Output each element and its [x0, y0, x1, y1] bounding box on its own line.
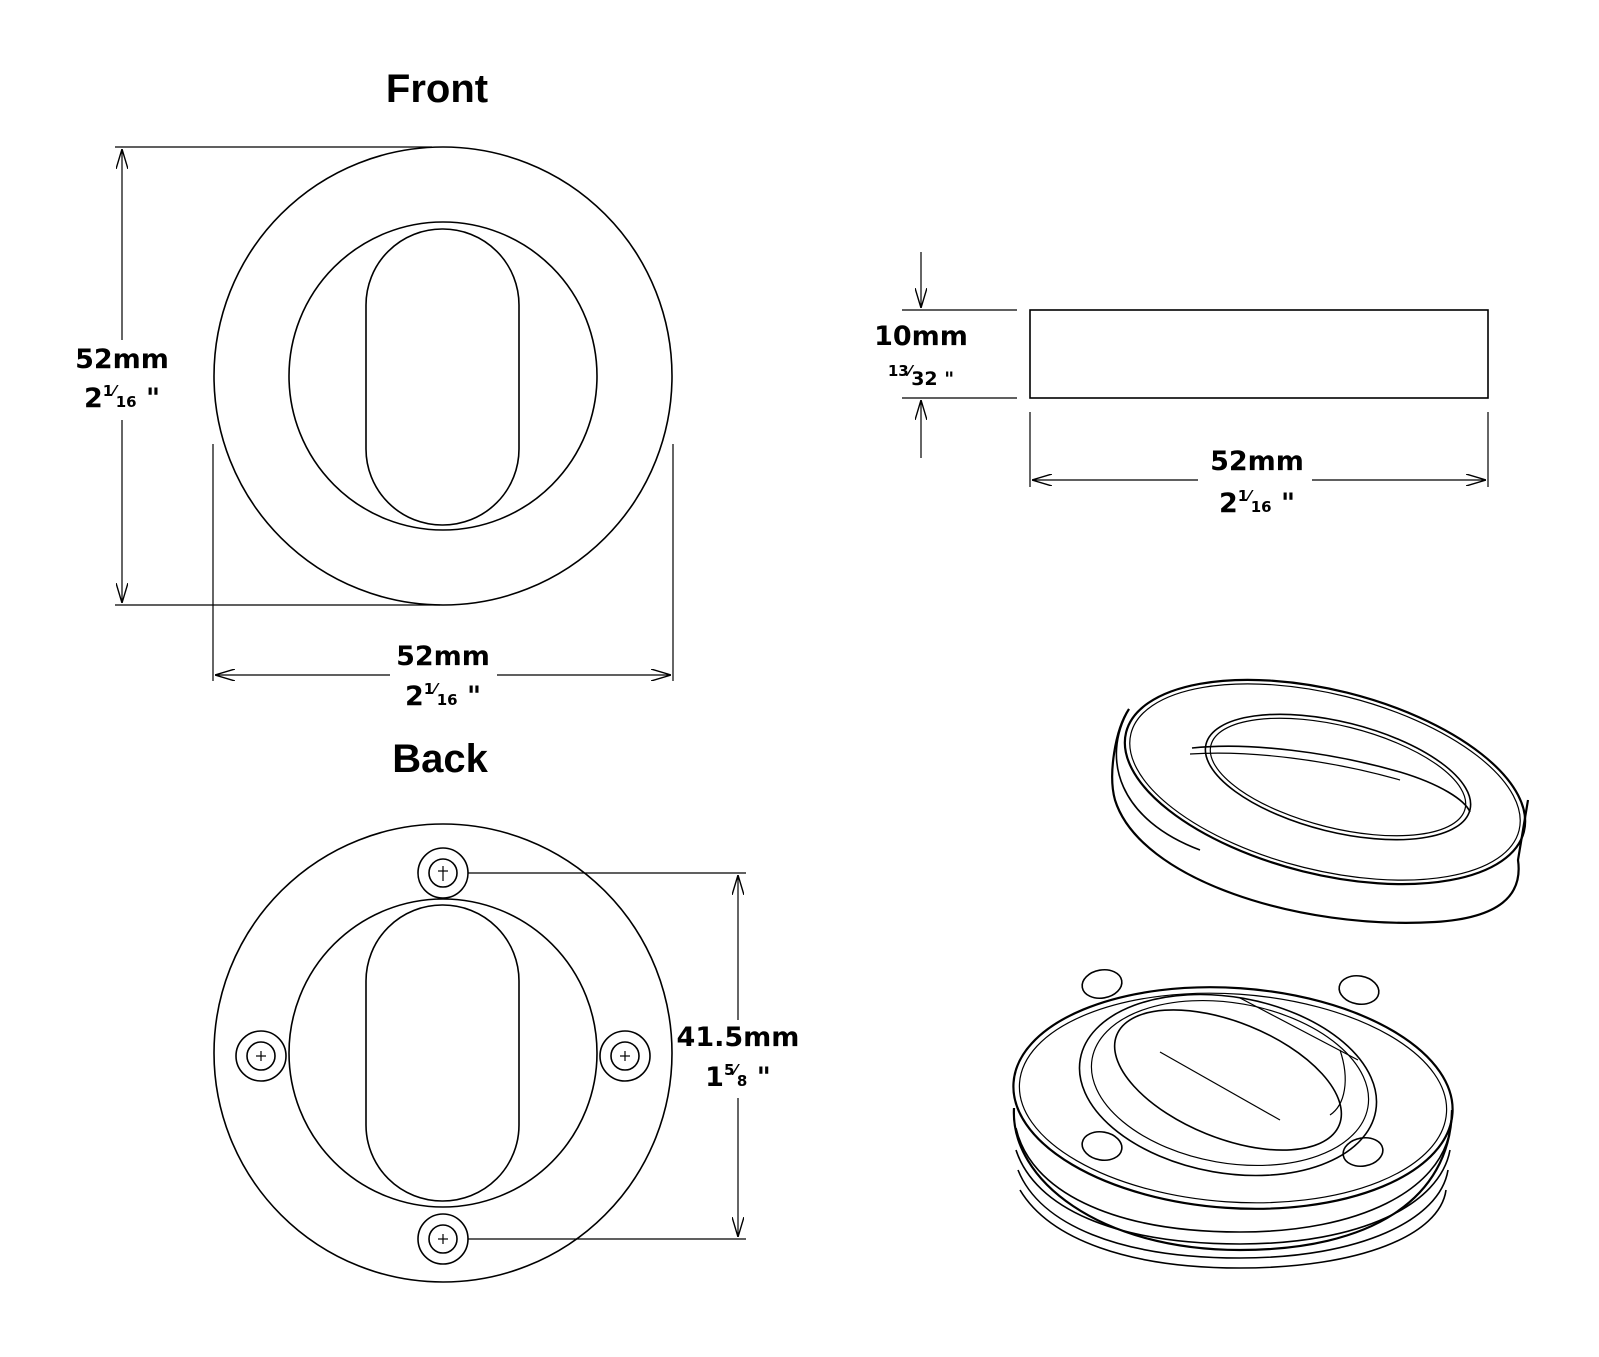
front-title: Front	[386, 67, 488, 111]
back-view: Back	[213, 737, 800, 1283]
front-keyhole-slot	[365, 228, 520, 526]
screw-hole-bottom	[417, 1213, 469, 1265]
side-view: 10mm 13⁄32 " 52mm 21⁄16 "	[874, 252, 1489, 519]
back-hole-spacing-metric: 41.5mm	[677, 1022, 800, 1053]
side-thickness-metric: 10mm	[874, 321, 968, 352]
isometric-cover-ring	[1111, 678, 1530, 924]
side-width-imperial: 21⁄16 "	[1219, 487, 1295, 519]
side-thickness-dimension: 10mm 13⁄32 "	[874, 252, 1017, 458]
side-width-dimension: 52mm 21⁄16 "	[1029, 412, 1489, 519]
screw-hole-right	[599, 1030, 651, 1082]
side-profile	[1029, 309, 1489, 399]
front-height-imperial: 21⁄16 "	[84, 382, 160, 414]
screw-hole-top	[417, 847, 469, 899]
front-height-dimension: 52mm 21⁄16 "	[75, 146, 440, 606]
front-width-imperial: 21⁄16 "	[405, 680, 481, 712]
front-width-metric: 52mm	[396, 641, 490, 672]
screw-hole-left	[235, 1030, 287, 1082]
back-outer-rim	[213, 823, 673, 1283]
back-title: Back	[392, 737, 488, 781]
isometric-base-plate	[1012, 968, 1454, 1269]
back-inner-ring	[288, 898, 598, 1208]
back-hole-spacing-imperial: 15⁄8 "	[705, 1061, 771, 1093]
front-outer-rim	[213, 146, 673, 606]
front-inner-ring	[288, 221, 598, 531]
side-width-metric: 52mm	[1210, 446, 1304, 477]
back-keyhole-slot	[365, 904, 520, 1202]
front-view: Front 52mm 21⁄16 " 52mm 21⁄16 "	[75, 67, 674, 712]
side-thickness-imperial: 13⁄32 "	[888, 362, 954, 390]
back-hole-spacing-dimension: 41.5mm 15⁄8 "	[468, 872, 800, 1240]
front-height-metric: 52mm	[75, 344, 169, 375]
front-width-dimension: 52mm 21⁄16 "	[212, 444, 674, 712]
